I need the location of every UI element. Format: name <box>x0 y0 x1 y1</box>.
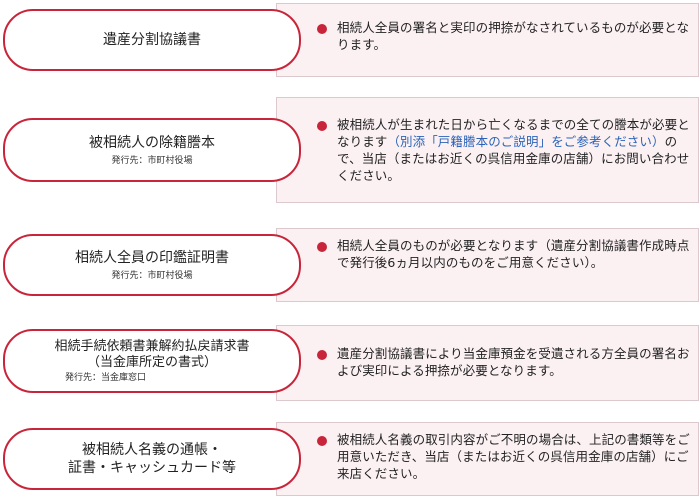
bullet-icon <box>317 24 327 34</box>
document-title-pill: 被相続人名義の通帳・ 証書・キャッシュカード等 <box>3 428 301 490</box>
bullet-icon <box>317 242 327 252</box>
document-title-line-1: 相続手続依頼書兼解約払戻請求書 <box>54 338 250 354</box>
document-title: 相続人全員の印鑑証明書 <box>75 249 229 266</box>
description-panel <box>276 3 699 77</box>
bullet-icon <box>317 350 327 360</box>
description-panel <box>276 97 699 203</box>
description-panel <box>276 422 699 496</box>
description-panel <box>276 228 699 302</box>
family-register-guide-link[interactable]: （別添「戸籍謄本のご説明」をご参考ください） <box>387 134 665 149</box>
document-title-line-2: （当金庫所定の書式） <box>86 354 217 370</box>
document-description: 被相続人名義の取引内容がご不明の場合は、上記の書類等をご用意いただき、当店（また… <box>337 432 690 481</box>
description-panel <box>276 325 699 401</box>
description-text: ので、当店（またはお近くの呉信用金庫の店舗）にお問い合わせください。 <box>337 134 690 183</box>
document-title-pill: 相続人全員の印鑑証明書 発行先：市町村役場 <box>3 234 301 296</box>
description-text: 被相続人が生まれた日から亡くなるまでの全ての謄本が必要となります <box>337 117 690 149</box>
document-row-5: 被相続人名義の通帳・ 証書・キャッシュカード等 被相続人名義の取引内容がご不明の… <box>0 422 700 496</box>
document-title-pill: 相続手続依頼書兼解約払戻請求書 （当金庫所定の書式） 発行先：当金庫窓口 <box>3 329 301 393</box>
bullet-icon <box>317 436 327 446</box>
document-description: 相続人全員のものが必要となります（遺産分割協議書作成時点で発行後6ヵ月以内のもの… <box>337 238 690 270</box>
document-description: 相続人全員の署名と実印の押捺がなされているものが必要となります。 <box>337 20 690 52</box>
document-title-pill: 遺産分割協議書 <box>3 9 301 71</box>
document-row-2: 被相続人の除籍謄本 発行先：市町村役場 被相続人が生まれた日から亡くなるまでの全… <box>0 97 700 203</box>
document-description: 被相続人が生まれた日から亡くなるまでの全ての謄本が必要となります（別添「戸籍謄本… <box>337 116 699 184</box>
document-description: 遺産分割協議書により当金庫預金を受遺される方全員の署名および実印による押捺が必要… <box>337 346 690 378</box>
issuer-note: 発行先：市町村役場 <box>111 155 193 166</box>
document-title: 被相続人の除籍謄本 <box>89 134 215 151</box>
document-row-4: 相続手続依頼書兼解約払戻請求書 （当金庫所定の書式） 発行先：当金庫窓口 遺産分… <box>0 325 700 401</box>
document-title-line-1: 被相続人名義の通帳・ <box>82 442 222 458</box>
document-row-3: 相続人全員の印鑑証明書 発行先：市町村役場 相続人全員のものが必要となります（遺… <box>0 228 700 302</box>
document-title-pill: 被相続人の除籍謄本 発行先：市町村役場 <box>3 118 301 182</box>
issuer-note: 発行先：市町村役場 <box>111 270 193 281</box>
document-title-line-2: 証書・キャッシュカード等 <box>68 460 236 476</box>
bullet-icon <box>317 121 327 131</box>
document-row-1: 遺産分割協議書 相続人全員の署名と実印の押捺がなされているものが必要となります。 <box>0 3 700 77</box>
issuer-note: 発行先：当金庫窓口 <box>65 372 147 383</box>
document-title: 遺産分割協議書 <box>103 32 201 48</box>
